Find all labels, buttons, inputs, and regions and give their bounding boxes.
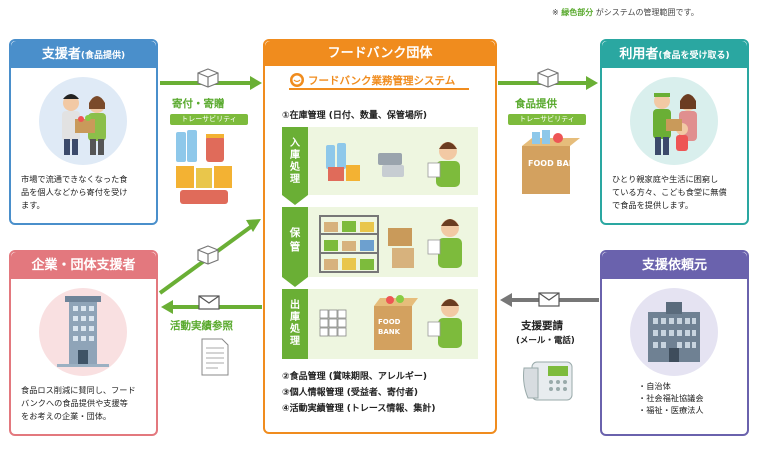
activity-ref-label: 活動実績参照 bbox=[170, 320, 233, 332]
telephone-icon bbox=[523, 361, 573, 401]
package-icon bbox=[197, 68, 219, 88]
corporate-card: 企業・団体支援者 食品ロス削減に賛同し、フードバンクへの食品提供や支援等をお考え… bbox=[9, 250, 158, 436]
supporter-description: 市場で流通できなくなった食品を個人などから寄付を受けます。 bbox=[21, 174, 128, 210]
request-means-label: (メール・電話) bbox=[516, 336, 575, 346]
user-description: ひとり親家庭や生活に困窮している方々、こども食堂に無償で食品を提供します。 bbox=[612, 174, 727, 210]
requester-item: ・社会福祉協議会 bbox=[638, 393, 704, 403]
office-building-icon bbox=[57, 296, 109, 367]
traceability-badge: トレーサビリティ bbox=[508, 114, 586, 125]
requester-header: 支援依頼元 bbox=[602, 252, 747, 279]
corporate-header: 企業・団体支援者 bbox=[11, 252, 156, 279]
smile-logo-icon bbox=[290, 73, 304, 87]
activity-record-management: ④活動実績管理 (トレース情報、集計) bbox=[282, 404, 436, 414]
foodbank-box-icon: FOOD BANK bbox=[522, 130, 582, 194]
foodbank-box-text: FOOD BANK bbox=[528, 159, 582, 168]
support-request-label: 支援要請 bbox=[521, 320, 563, 332]
stage-shipping-label: 出庫処理 bbox=[290, 300, 300, 347]
mail-icon bbox=[538, 292, 560, 307]
legend-highlight: 緑色部分 bbox=[561, 8, 594, 17]
personal-info-management: ③個人情報管理 (受益者、寄付者) bbox=[282, 388, 418, 398]
process-flow-arrow bbox=[282, 127, 308, 359]
svg-text:BANK: BANK bbox=[378, 328, 401, 336]
mail-icon bbox=[198, 295, 220, 310]
stage-storage-label: 保管 bbox=[289, 227, 301, 253]
government-building-icon bbox=[648, 302, 700, 362]
requester-item: ・福祉・医療法人 bbox=[638, 405, 704, 415]
supporter-people-icon bbox=[62, 94, 106, 155]
user-header: 利用者(食品を受け取る) bbox=[602, 41, 747, 68]
corporate-description: 食品ロス削減に賛同し、フードバンクへの食品提供や支援等をお考えの企業・団体。 bbox=[21, 385, 136, 421]
system-name: フードバンク業務管理システム bbox=[308, 75, 456, 87]
storage-illustration bbox=[319, 215, 462, 273]
foodbank-title: フードバンク団体 bbox=[327, 46, 433, 61]
user-card: 利用者(食品を受け取る) ひとり親家庭や生活に困窮している方々、こども食堂に無償… bbox=[600, 39, 749, 225]
requester-card: 支援依頼元 ・自治体 ・社会福祉協議会 ・福祉・医療法人 bbox=[600, 250, 749, 436]
requester-item: ・自治体 bbox=[638, 381, 671, 391]
supporter-title: 支援者 bbox=[41, 47, 81, 62]
svg-text:FOOD: FOOD bbox=[378, 318, 401, 326]
intake-illustration bbox=[326, 142, 460, 187]
foodbank-header: フードバンク団体 bbox=[265, 41, 495, 66]
user-title: 利用者 bbox=[619, 47, 659, 62]
donated-food-icon bbox=[176, 130, 232, 204]
requester-list: ・自治体 ・社会福祉協議会 ・福祉・医療法人 bbox=[638, 380, 748, 416]
food-management: ②食品管理 (賞味期限、アレルギー) bbox=[282, 372, 427, 382]
shipping-illustration: FOOD BANK bbox=[319, 295, 462, 350]
package-icon bbox=[197, 245, 219, 265]
supporter-subtitle: (食品提供) bbox=[80, 51, 126, 61]
traceability-badge: トレーサビリティ bbox=[170, 114, 248, 125]
food-provision-label: 食品提供 bbox=[515, 98, 557, 110]
requester-title: 支援依頼元 bbox=[641, 258, 707, 273]
package-icon bbox=[537, 68, 559, 88]
user-people-icon bbox=[653, 93, 697, 155]
supporter-card: 支援者(食品提供) 市場で流通できなくなった食品を個人などから寄付を受けます。 bbox=[9, 39, 158, 225]
system-title: フードバンク業務管理システム bbox=[289, 72, 469, 90]
legend-note: ※ 緑色部分 がシステムの管理範囲です。 bbox=[552, 8, 699, 17]
inventory-management: ①在庫管理 (日付、数量、保管場所) bbox=[282, 111, 427, 121]
corporate-title: 企業・団体支援者 bbox=[31, 258, 136, 273]
user-subtitle: (食品を受け取る) bbox=[658, 51, 730, 61]
supporter-header: 支援者(食品提供) bbox=[11, 41, 156, 68]
donation-label: 寄付・寄贈 bbox=[172, 98, 225, 110]
document-icon bbox=[201, 338, 229, 376]
stage-intake-label: 入庫処理 bbox=[290, 138, 300, 185]
